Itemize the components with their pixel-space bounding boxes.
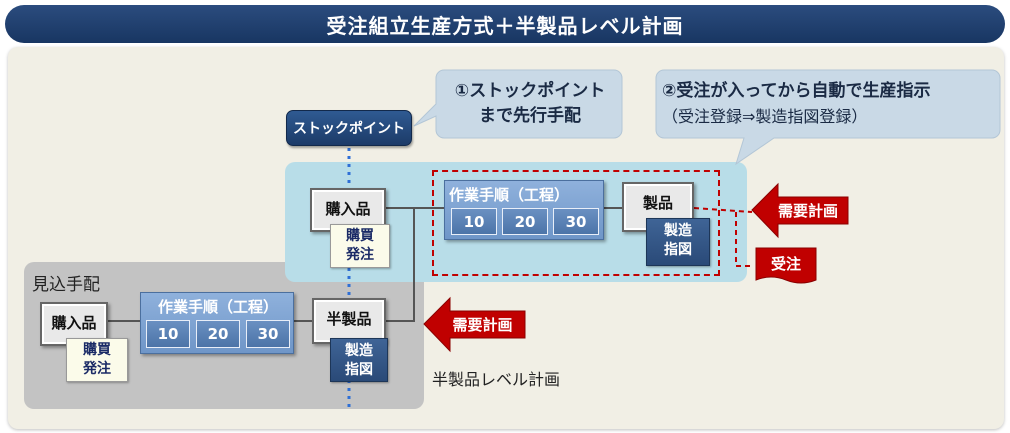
product-label: 製品 (642, 194, 673, 212)
lower-demand-label: 需要計画 (452, 316, 513, 334)
upper-demand-arrow (751, 182, 849, 239)
stock-point-label: ストックポイント (286, 110, 412, 146)
semi-product-label: 半製品 (326, 310, 372, 328)
callout2-line1: ②受注が入ってから自動で生産指示 (662, 81, 931, 101)
lower-step-20: 20 (196, 320, 240, 348)
lower-purchase-order-note: 購買 発注 (66, 338, 128, 382)
callout1-line1: ①ストックポイント (454, 81, 606, 101)
order-shape (755, 247, 817, 284)
semi-product-box: 半製品 (312, 298, 386, 344)
upper-mfg-order-note: 製造 指図 (646, 218, 710, 266)
page-title: 受注組立生産方式＋半製品レベル計画 (5, 5, 1005, 43)
lower-process-label: 作業手順（工程） (157, 298, 278, 316)
auto-instruction-region (432, 170, 720, 276)
semi-product-plan-label: 半製品レベル計画 (432, 370, 561, 389)
upper-process-box: 作業手順（工程） 10 20 30 (444, 180, 604, 240)
lower-step-30: 30 (246, 320, 290, 348)
order-label: 受注 (770, 254, 801, 273)
upper-purchase-order-note: 購買 発注 (330, 224, 390, 268)
callout1-line2: まで先行手配 (479, 106, 581, 126)
lower-step-10: 10 (146, 320, 190, 348)
forecast-zone-label: 見込手配 (32, 275, 100, 295)
callout1-bubble (413, 69, 623, 139)
upper-purchased-label: 購入品 (325, 200, 371, 218)
callout2-line2: （受注登録⇒製造指図登録） (662, 107, 868, 126)
upper-demand-label: 需要計画 (777, 202, 838, 220)
upper-step-30: 30 (553, 208, 599, 235)
upper-process-label: 作業手順（工程） (449, 186, 570, 204)
lower-process-box: 作業手順（工程） 10 20 30 (140, 292, 294, 354)
lower-mfg-order-note: 製造 指図 (330, 338, 388, 382)
lower-purchased-label: 購入品 (51, 314, 97, 332)
lower-demand-arrow (423, 296, 526, 353)
upper-step-10: 10 (451, 208, 497, 235)
upper-step-20: 20 (502, 208, 548, 235)
callout2-bubble (655, 69, 1001, 166)
